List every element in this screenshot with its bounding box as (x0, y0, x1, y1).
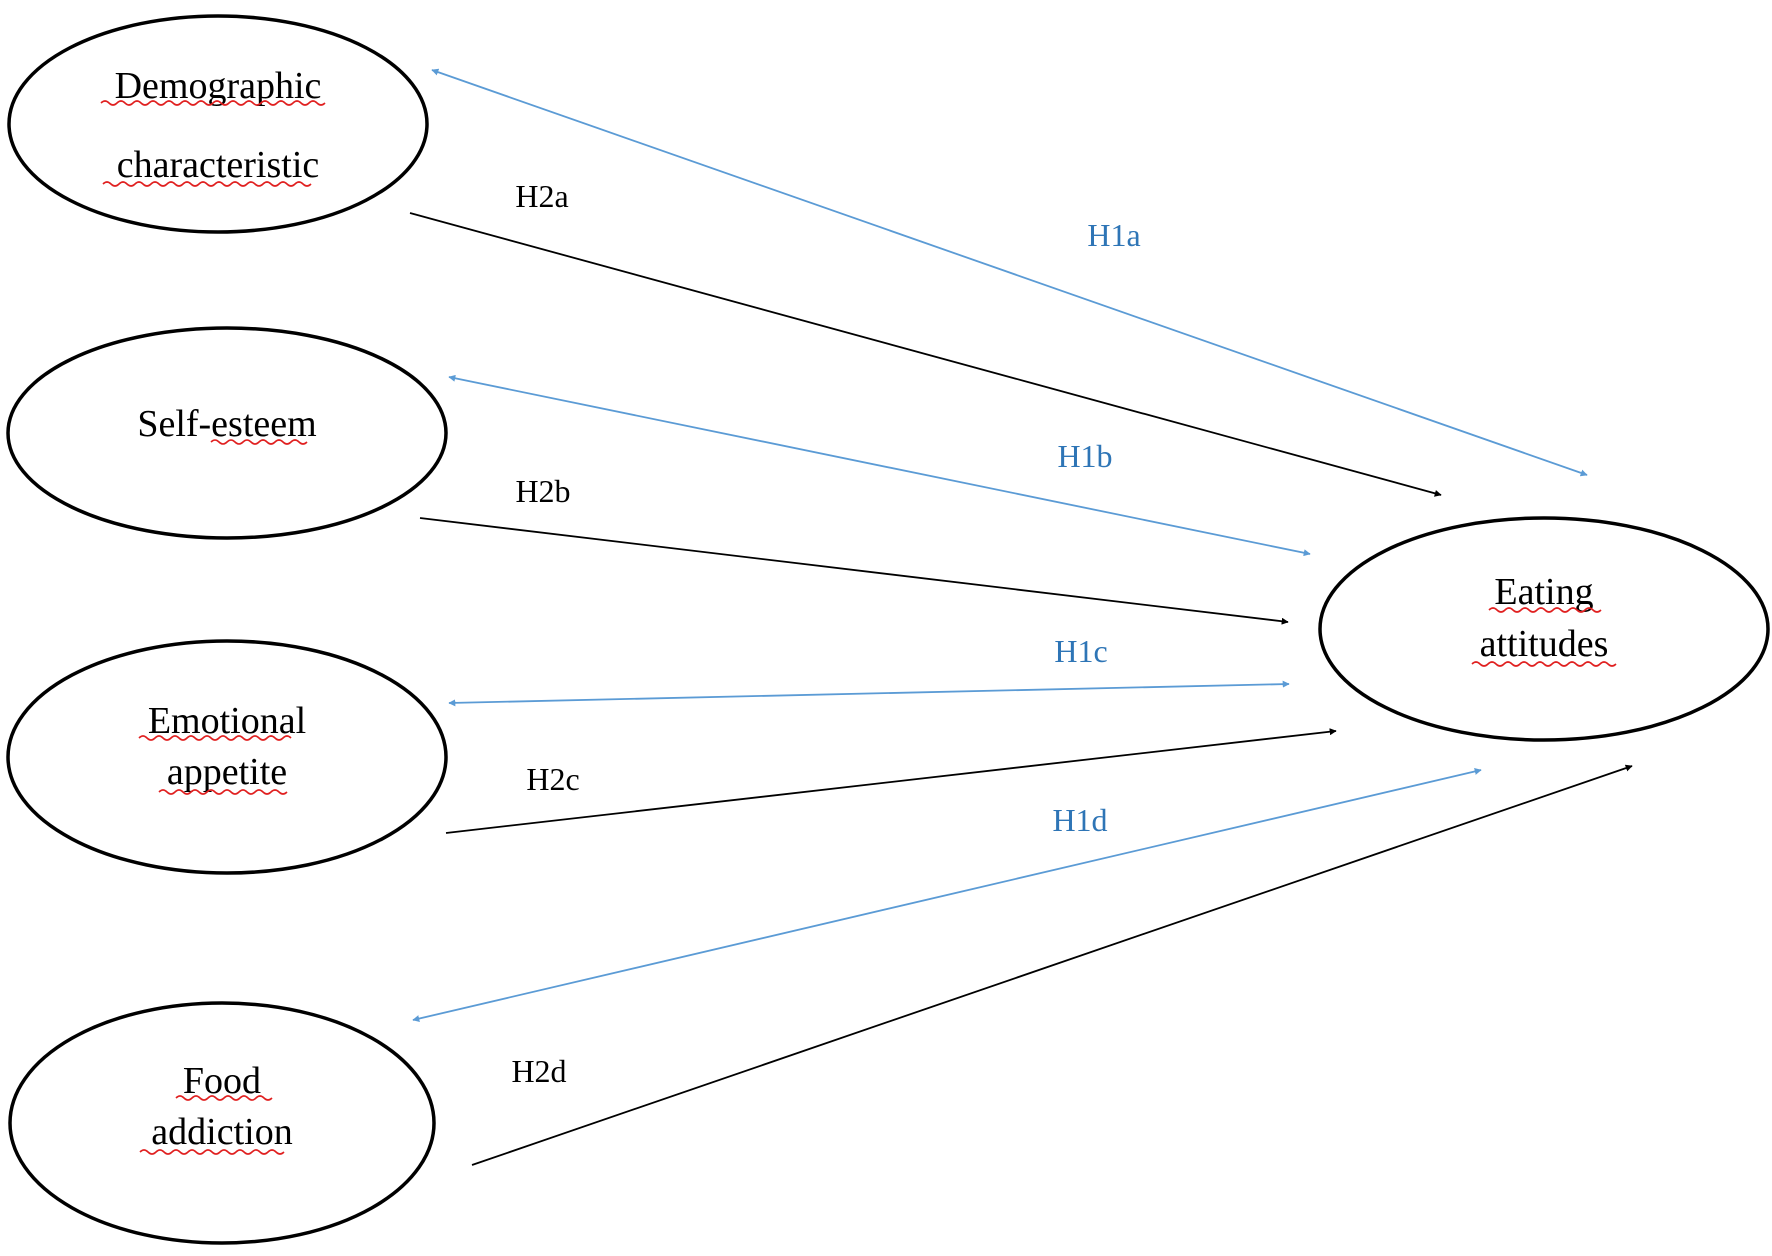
edge-h1a (431, 68, 1588, 477)
spellcheck-underline (158, 789, 288, 795)
node-label-line2: appetite (167, 751, 287, 793)
node-label-line1: Eating (1494, 571, 1593, 613)
node-demographic-characteristic: Demographic characteristic (7, 14, 429, 234)
edge-h1d (412, 768, 1482, 1022)
edge-h1b (448, 374, 1311, 557)
node-label-line1: Food (183, 1060, 261, 1102)
edge-h2b (419, 517, 1289, 625)
node-label-line1: Demographic (115, 65, 322, 107)
node-food-addiction: Food addiction (8, 1001, 436, 1245)
spellcheck-underline (139, 1149, 285, 1155)
spellcheck-underline (1488, 607, 1602, 613)
label-h1c: H1c (1054, 633, 1107, 669)
spellcheck-underline (100, 100, 326, 106)
edge-h2c (445, 728, 1337, 834)
label-h2d: H2d (511, 1053, 566, 1089)
spellcheck-underline (175, 1095, 273, 1101)
node-label-line1: Self-esteem (137, 403, 316, 445)
edge-h2a (409, 212, 1442, 497)
node-label-line2: addiction (151, 1111, 292, 1153)
label-h2c: H2c (526, 761, 579, 797)
spellcheck-underline (138, 735, 292, 741)
node-label-line2: characteristic (117, 144, 320, 186)
edge-h2d (471, 764, 1633, 1166)
label-h1a: H1a (1087, 217, 1140, 253)
spellcheck-underline (210, 439, 308, 445)
label-h2b: H2b (515, 473, 570, 509)
spellcheck-underline (102, 181, 312, 187)
label-h1d: H1d (1052, 802, 1107, 838)
node-self-esteem: Self-esteem (6, 326, 448, 540)
node-eating-attitudes: Eating attitudes (1318, 516, 1770, 742)
edge-h1c (448, 680, 1290, 707)
node-emotional-appetite: Emotional appetite (6, 639, 448, 875)
label-h1b: H1b (1057, 438, 1112, 474)
node-label-line2: attitudes (1480, 623, 1609, 665)
node-label-line1: Emotional (148, 700, 306, 742)
label-h2a: H2a (515, 178, 568, 214)
spellcheck-underline (1471, 661, 1617, 667)
